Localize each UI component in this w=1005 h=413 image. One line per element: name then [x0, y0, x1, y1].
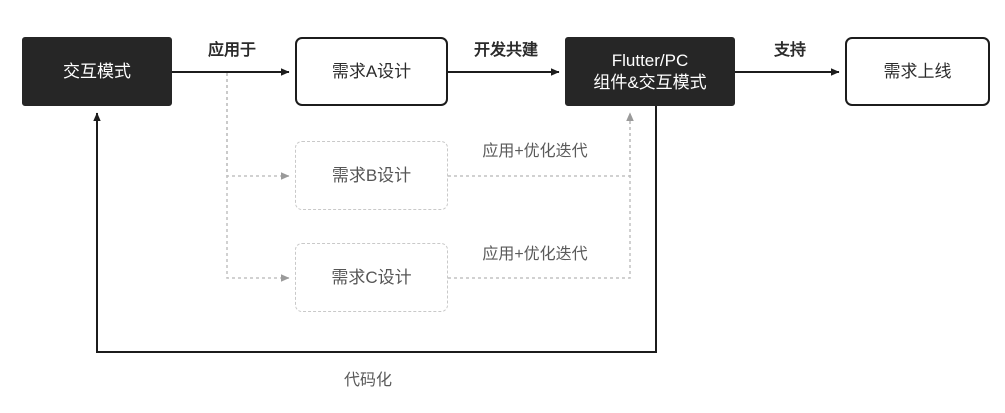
edge-branch-to-requirement-b: [226, 73, 290, 180]
node-requirement-online[interactable]: 需求上线: [845, 37, 990, 106]
edge-label-applied-to: 应用于: [207, 42, 257, 59]
edge-label-codification: 代码化: [343, 372, 393, 389]
node-interaction-pattern-label: 交互模式: [63, 61, 131, 81]
node-flutter-pc-component[interactable]: Flutter/PC 组件&交互模式: [565, 37, 735, 106]
node-requirement-c-label: 需求C设计: [331, 267, 412, 287]
node-requirement-b-label: 需求B设计: [331, 165, 412, 185]
edge-label-apply-optimize-iterate-b: 应用+优化迭代: [482, 143, 588, 160]
node-flutter-pc-label-line2: 组件&交互模式: [593, 72, 707, 92]
node-requirement-b[interactable]: 需求B设计: [295, 141, 448, 210]
node-requirement-a-label: 需求A设计: [331, 61, 412, 81]
edge-label-support: 支持: [773, 42, 807, 59]
edge-label-apply-optimize-iterate-c: 应用+优化迭代: [482, 246, 588, 263]
edge-codification-feedback: [93, 106, 657, 353]
node-requirement-c[interactable]: 需求C设计: [295, 243, 448, 312]
edge-requirement-c-to-flutter: [448, 112, 634, 279]
node-interaction-pattern[interactable]: 交互模式: [22, 37, 172, 106]
node-requirement-online-label: 需求上线: [883, 61, 952, 81]
edge-label-joint-development: 开发共建: [473, 42, 539, 59]
node-flutter-pc-label-line1: Flutter/PC: [611, 50, 689, 70]
node-requirement-a[interactable]: 需求A设计: [295, 37, 448, 106]
edge-branch-to-requirement-c: [226, 73, 290, 282]
